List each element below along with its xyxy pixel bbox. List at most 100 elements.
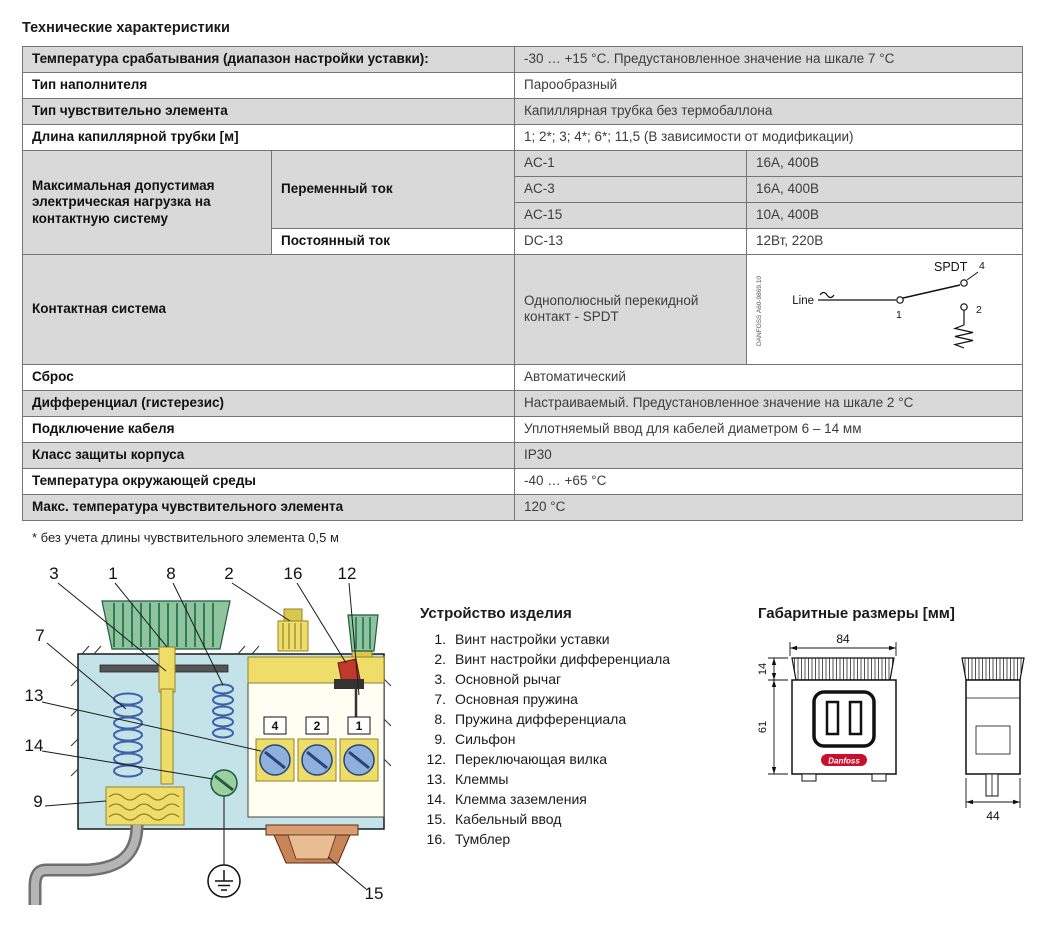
callout-15: 15: [365, 884, 384, 903]
front-foot-right: [871, 773, 887, 781]
callout-leader-lines: [41, 582, 367, 889]
part-label: Переключающая вилка: [455, 750, 608, 767]
side-body: [965, 678, 1021, 775]
side-width-dimension: [965, 777, 1021, 808]
part-number: 9.: [434, 730, 446, 747]
callout-numbers: 3 1 8 2 16 12 7 13 14 9 15: [25, 564, 384, 903]
spec-row-capillary-length: Длина капиллярной трубки [м] 1; 2*; 3; 4…: [22, 124, 1023, 151]
spec-label: Длина капиллярной трубки [м]: [22, 124, 515, 151]
spec-value: Настраиваемый. Предустановленное значени…: [514, 389, 1023, 417]
spec-value: Капиллярная трубка без термобаллона: [514, 98, 1023, 125]
callout-9: 9: [33, 792, 42, 811]
spec-label: Сброс: [22, 363, 515, 391]
load-code: AC-3: [514, 176, 747, 203]
spdt-schematic: DANFOSS A60-9869.10 SPDT Line: [756, 260, 985, 349]
bellows: [105, 786, 185, 825]
callout-7: 7: [35, 626, 44, 645]
spec-value: Однополюсный перекидной контакт - SPDT: [514, 254, 747, 365]
bottom-section: 4 2 1: [22, 561, 1030, 933]
spec-row-filler-type: Тип наполнителя Парообразный: [22, 72, 1023, 99]
spec-row-ambient: Температура окружающей среды -40 … +65 °…: [22, 467, 1023, 495]
parts-list-item: 13. Клеммы: [420, 769, 735, 789]
spec-label: Тип наполнителя: [22, 72, 515, 99]
parts-list: 1.Винт настройки уставки 2.Винт настройк…: [420, 629, 735, 849]
side-view-drawing: 44: [961, 656, 1025, 823]
spec-row-temperature-range: Температура срабатывания (диапазон настр…: [22, 46, 1023, 73]
part-label: Винт настройки уставки: [455, 630, 610, 647]
part-label: Клемма заземления: [455, 790, 587, 807]
spec-value: -30 … +15 °C. Предустановленное значение…: [514, 46, 1023, 73]
cable-gland: [265, 824, 359, 863]
load-code: DC-13: [514, 228, 747, 255]
part-number: 3.: [434, 670, 446, 687]
part-label: Тумблер: [455, 830, 511, 847]
load-value: 10А, 400В: [746, 202, 1023, 229]
part-number: 12.: [426, 750, 446, 767]
terminal-number-plates: 4 2 1: [263, 716, 371, 734]
spec-row-cable: Подключение кабеля Уплотняемый ввод для …: [22, 415, 1023, 443]
part-number: 8.: [434, 710, 446, 727]
spec-row-load-ac3: AC-3 16А, 400В: [23, 176, 1023, 203]
dim-84: 84: [836, 632, 850, 646]
terminal-plate-1: 1: [356, 719, 363, 733]
spec-row-differential: Дифференциал (гистерезис) Настраиваемый.…: [22, 389, 1023, 417]
spec-label: Дифференциал (гистерезис): [22, 389, 515, 417]
lever-shaft: [160, 688, 174, 784]
parts-list-item: 3. Основной рычаг: [420, 669, 735, 689]
terminal-plate-2: 2: [314, 719, 321, 733]
parts-list-item: 9. Сильфон: [420, 729, 735, 749]
differential-spring: [212, 683, 234, 738]
setpoint-knob: [101, 599, 231, 650]
callout-13: 13: [25, 686, 44, 705]
spec-value: Автоматический: [514, 363, 1023, 391]
device-cutaway-diagram: 4 2 1: [25, 564, 392, 905]
parts-list-section: Устройство изделия 1.Винт настройки уста…: [420, 605, 735, 849]
callout-2: 2: [224, 564, 233, 583]
line-label: Line: [792, 295, 814, 307]
load-value: 16А, 400В: [746, 176, 1023, 203]
part-label: Основной рычаг: [455, 670, 562, 687]
part-label: Винт настройки дифференциала: [455, 650, 671, 667]
part-number: 1.: [434, 630, 446, 647]
spec-row-reset: Сброс Автоматический: [22, 363, 1023, 391]
section-hatch: [70, 645, 392, 776]
part-number: 16.: [426, 830, 446, 847]
spec-label-max-load: Максимальная допустимая электрическая на…: [22, 150, 272, 255]
part-label: Клеммы: [455, 770, 509, 787]
part-label: Сильфон: [455, 730, 516, 747]
load-code: AC-1: [514, 150, 747, 177]
callout-1: 1: [108, 564, 117, 583]
capillary-cable: [28, 824, 144, 905]
spec-label: Макс. температура чувствительного элемен…: [22, 493, 515, 521]
front-window: [812, 689, 876, 748]
spec-value: Парообразный: [514, 72, 1023, 99]
part-label: Кабельный ввод: [455, 810, 562, 827]
dimension-drawings: 84 14: [758, 630, 1051, 828]
danfoss-logo: Danfoss: [821, 753, 867, 766]
spdt-label: SPDT: [934, 260, 968, 274]
specs-table: Температура срабатывания (диапазон настр…: [22, 46, 1023, 521]
spec-row-contact-system: Контактная система Однополюсный перекидн…: [22, 254, 1023, 365]
ground-terminal: [207, 768, 241, 898]
part-number: 13.: [426, 770, 446, 787]
small-knob: [347, 613, 379, 657]
spec-label: Класс защиты корпуса: [22, 441, 515, 469]
ac-supply-symbol: [819, 291, 835, 299]
spec-label: Контактная система: [22, 254, 515, 365]
part-number: 7.: [434, 690, 446, 707]
part-label: Основная пружина: [455, 690, 578, 707]
dim-44: 44: [986, 809, 1000, 823]
callout-3: 3: [49, 564, 58, 583]
spec-row-load-dc13: Постоянный ток DC-13 12Вт, 220В: [23, 228, 1023, 255]
danfoss-logo-text: Danfoss: [828, 756, 860, 765]
front-foot-left: [801, 773, 817, 781]
spec-row-load-ac1: Максимальная допустимая электрическая на…: [22, 150, 1023, 255]
body-height-dimension: [768, 679, 788, 774]
setpoint-screw: [158, 646, 176, 692]
callout-16: 16: [284, 564, 303, 583]
spec-value: Уплотняемый ввод для кабелей диаметром 6…: [514, 415, 1023, 443]
spec-row-protection: Класс защиты корпуса IP30: [22, 441, 1023, 469]
parts-list-item: 12. Переключающая вилка: [420, 749, 735, 769]
page-title: Технические характеристики: [22, 20, 230, 36]
